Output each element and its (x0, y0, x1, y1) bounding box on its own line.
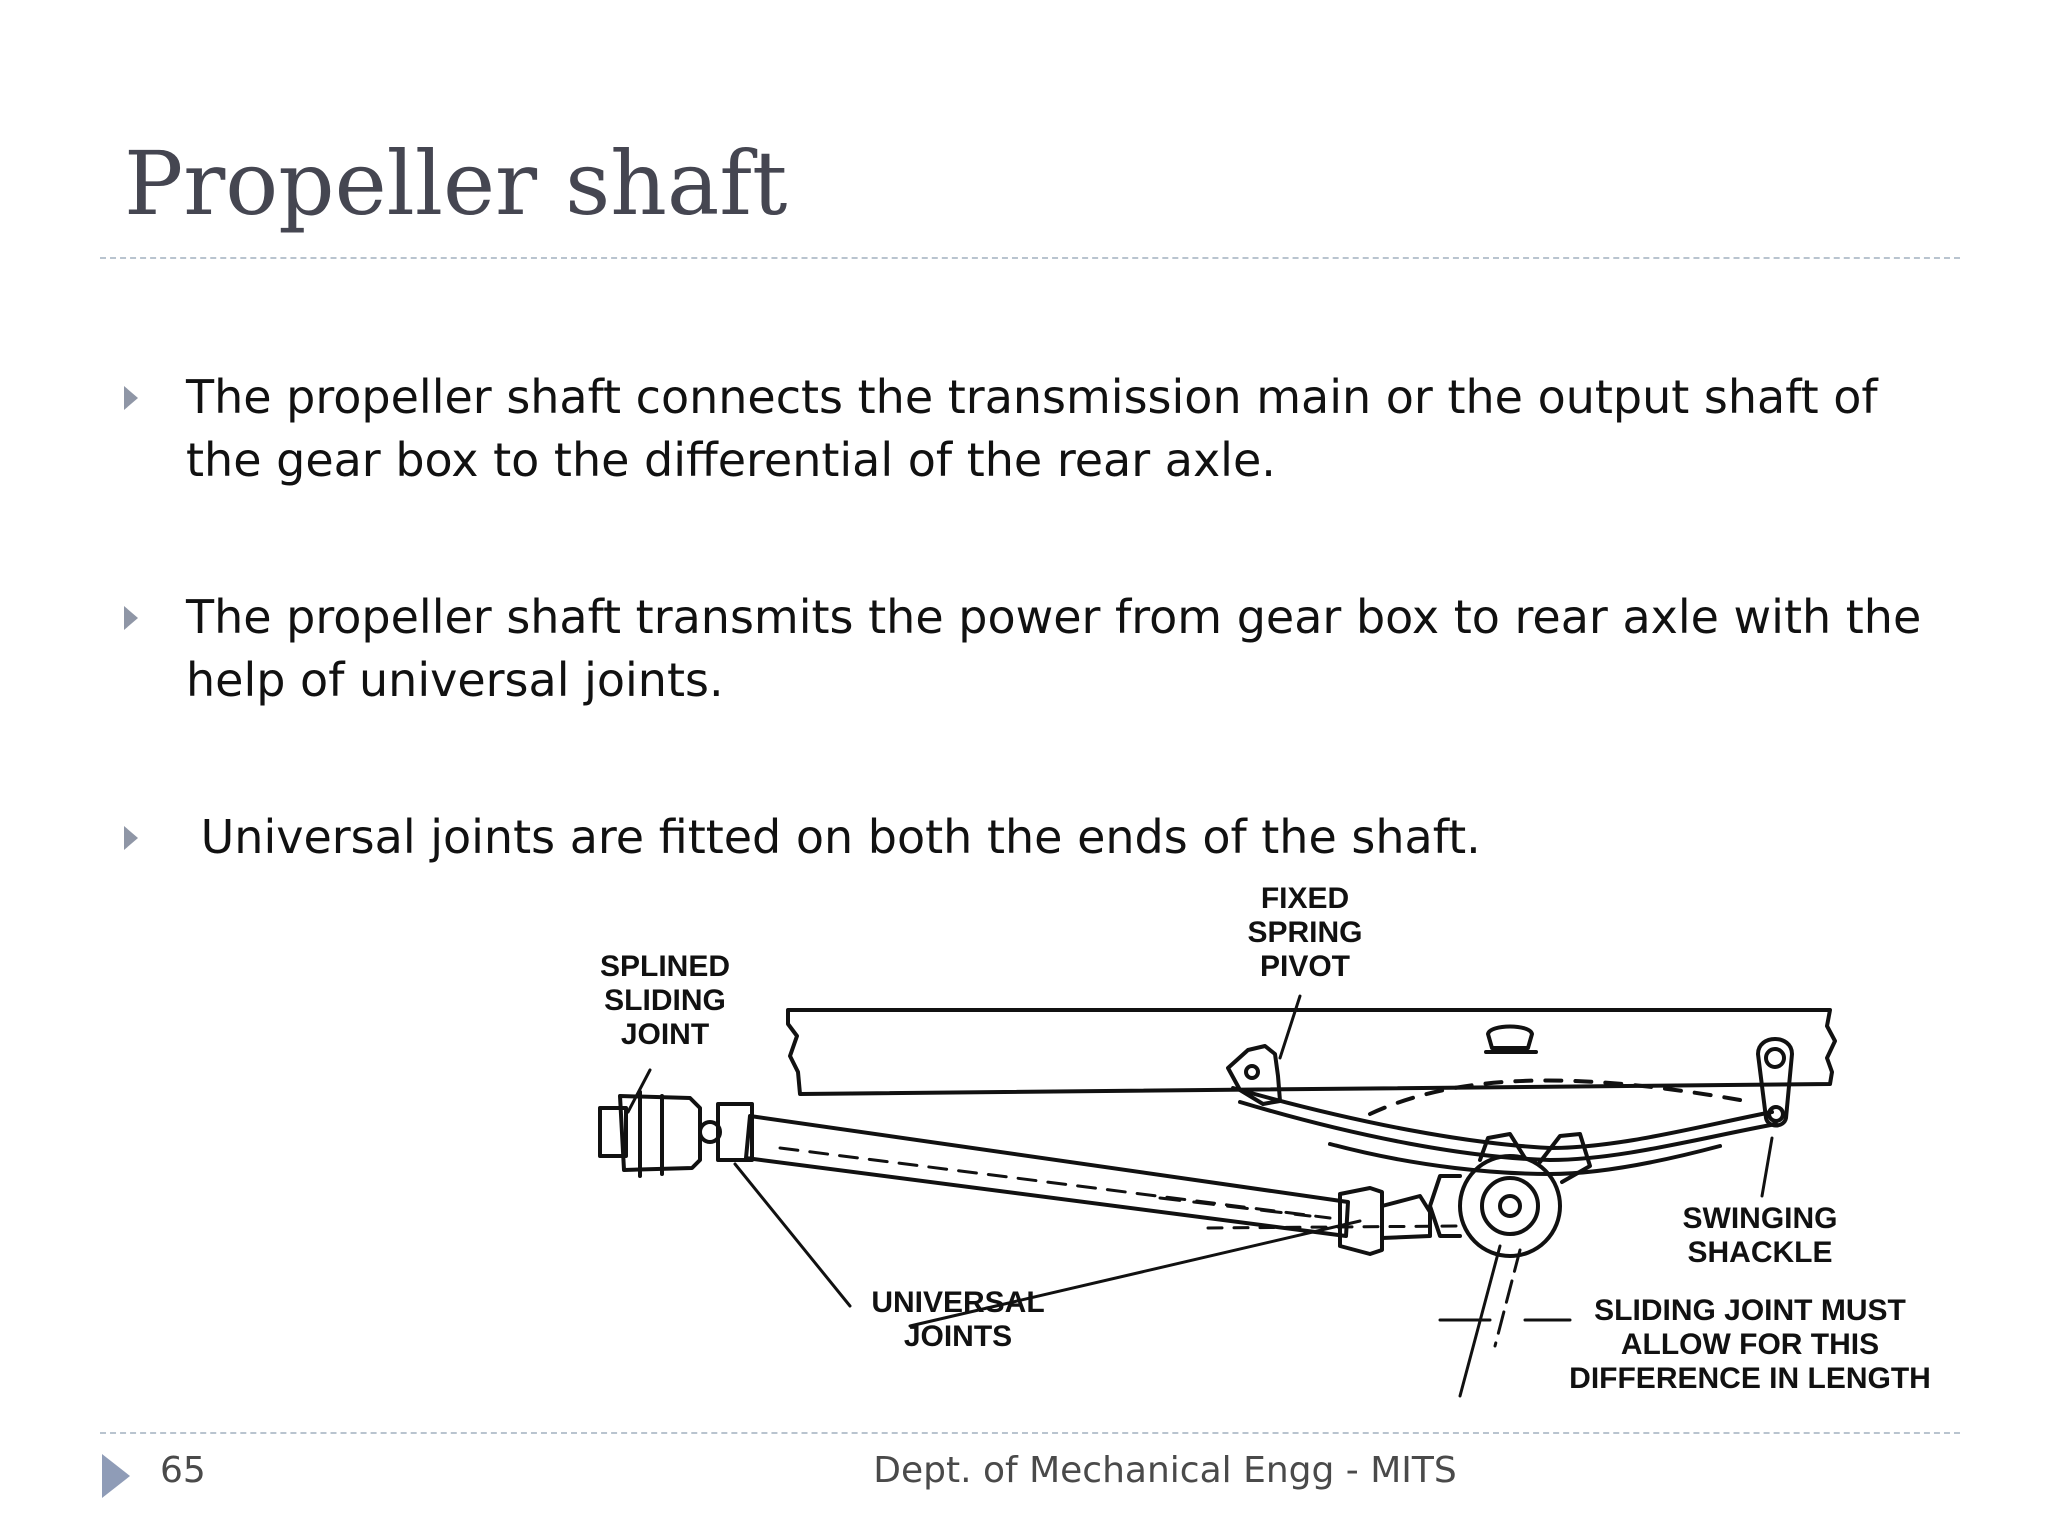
bullet-arrow-icon (124, 826, 138, 850)
label-splined-line: SLIDING (604, 984, 726, 1017)
bullet-item: The propeller shaft transmits the power … (186, 590, 1922, 707)
leader-swinging (1760, 1136, 1774, 1198)
frame-member (786, 1008, 1837, 1096)
label-fixed-line: FIXED (1261, 882, 1349, 915)
label-sliding-note-line: SLIDING JOINT MUST (1594, 1294, 1906, 1327)
label-universal-line: UNIVERSAL (871, 1286, 1044, 1319)
label-swinging-line: SWINGING (1683, 1202, 1838, 1235)
label-swinging-line: SHACKLE (1687, 1236, 1832, 1269)
bullet-arrow-icon (124, 386, 138, 410)
label-fixed-line: PIVOT (1260, 950, 1350, 983)
leader-splined (626, 1068, 652, 1114)
footer-divider (100, 1432, 1960, 1434)
splined-sliding-joint (618, 1094, 702, 1172)
diagram-labels: SPLINED SLIDING JOINT FIXED SPRING PIVOT… (600, 882, 1931, 1395)
footer-arrow-icon (102, 1454, 130, 1498)
page-number: 65 (160, 1450, 206, 1491)
label-universal-line: JOINTS (904, 1320, 1012, 1353)
leader-universal-front (733, 1162, 852, 1308)
rear-universal-joint (1338, 1186, 1384, 1256)
bullet-arrow-icon (124, 606, 138, 630)
title-divider (100, 257, 1960, 259)
bullet-item: The propeller shaft connects the transmi… (186, 370, 1878, 487)
leader-universal-rear (908, 1219, 1362, 1328)
differential-housing (1458, 1154, 1562, 1258)
propeller-shaft-tube (744, 1114, 1350, 1238)
spring-pivot-bracket (1226, 1044, 1282, 1106)
propeller-shaft-diagram: SPLINED SLIDING JOINT FIXED SPRING PIVOT… (540, 876, 1980, 1406)
propeller-shaft-drawing: SPLINED SLIDING JOINT FIXED SPRING PIVOT… (598, 882, 1931, 1398)
leaf-spring (1231, 1086, 1774, 1150)
label-splined-line: JOINT (621, 1018, 709, 1051)
label-sliding-note-line: ALLOW FOR THIS (1621, 1328, 1879, 1361)
swinging-shackle (1756, 1037, 1794, 1128)
label-fixed-line: SPRING (1247, 916, 1362, 949)
label-splined-line: SPLINED (600, 950, 730, 983)
bullet-item: Universal joints are fitted on both the … (186, 810, 1481, 864)
label-sliding-note-line: DIFFERENCE IN LENGTH (1569, 1362, 1931, 1395)
leader-fixed (1278, 994, 1302, 1060)
footer-department: Dept. of Mechanical Engg - MITS (873, 1450, 1457, 1491)
slide-title: Propeller shaft (124, 132, 788, 235)
